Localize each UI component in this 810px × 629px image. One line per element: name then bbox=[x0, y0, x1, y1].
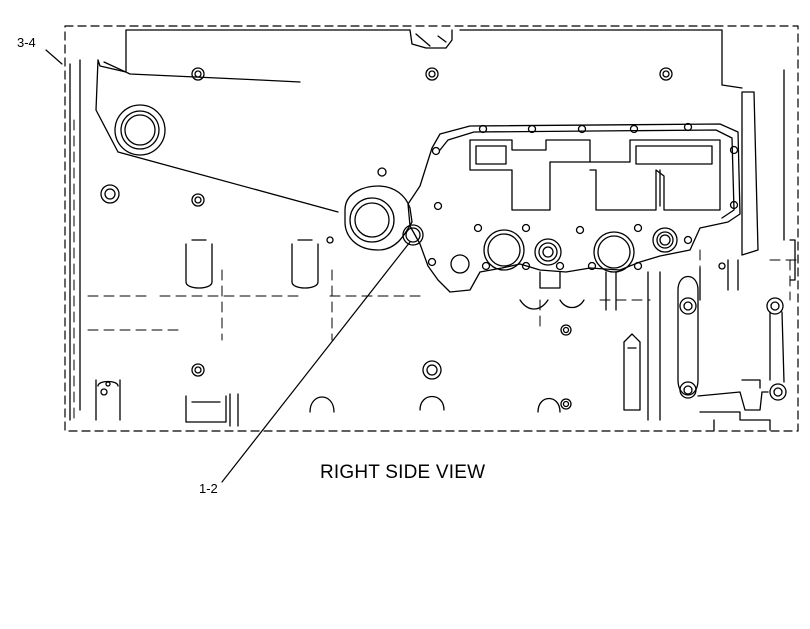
view-boundary bbox=[65, 26, 798, 431]
hidden-lines bbox=[74, 120, 796, 420]
gasket-outline bbox=[408, 124, 740, 292]
callout-3-4: 3-4 bbox=[17, 35, 36, 50]
view-caption: RIGHT SIDE VIEW bbox=[320, 462, 486, 483]
bore-large-upper-left bbox=[115, 105, 165, 155]
rib-details bbox=[96, 240, 660, 426]
small-bore-callout-target bbox=[403, 225, 423, 245]
bolt-holes bbox=[101, 68, 738, 409]
callout-1-2: 1-2 bbox=[199, 481, 218, 496]
gasket-bores bbox=[451, 228, 677, 288]
housing-outline bbox=[70, 30, 795, 420]
leader-line-1-2 bbox=[222, 242, 410, 482]
bore-large-center bbox=[345, 186, 412, 250]
leader-line-3-4 bbox=[46, 50, 62, 64]
lower-right-bracket bbox=[678, 260, 786, 430]
